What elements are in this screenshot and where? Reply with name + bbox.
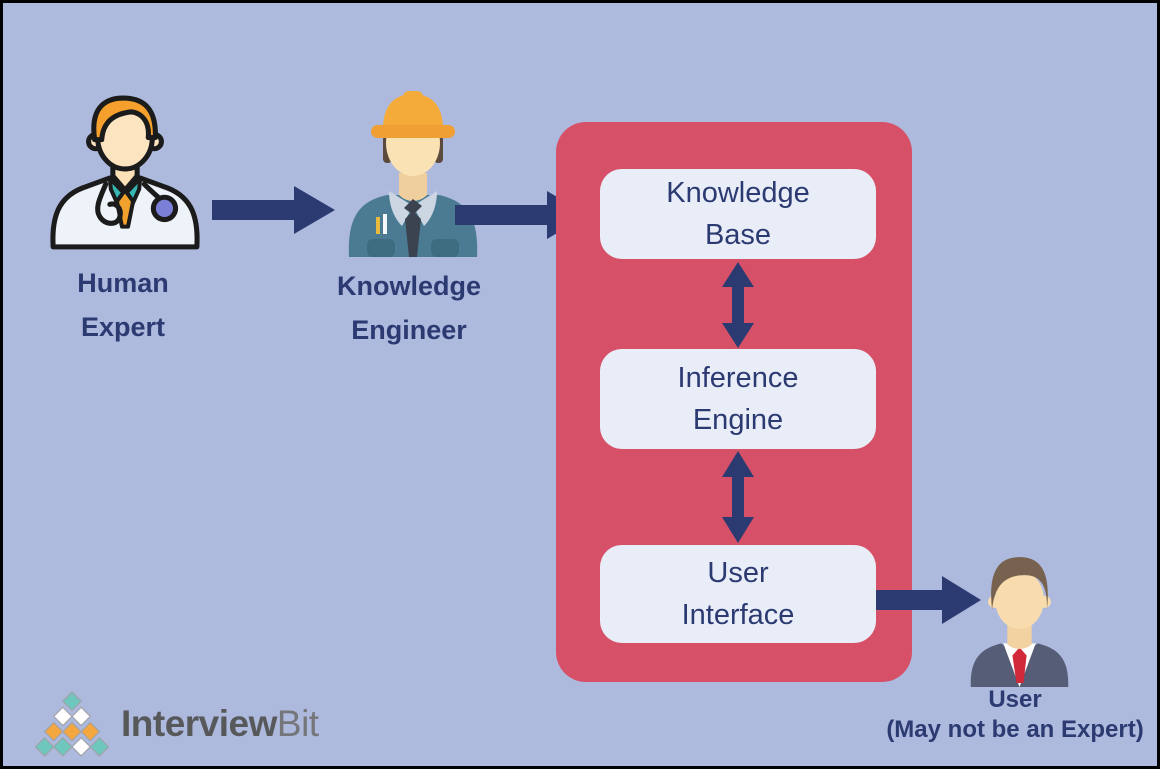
logo-text-interview: Interview bbox=[121, 703, 277, 744]
double-arrow-vertical-icon bbox=[722, 451, 754, 543]
knowledge-engineer-line1: Knowledge bbox=[336, 271, 481, 301]
user-interface-line1: User bbox=[707, 557, 769, 589]
knowledge-base-line1: Knowledge bbox=[666, 177, 810, 209]
human-expert-line1: Human bbox=[77, 268, 169, 298]
human-expert-line2: Expert bbox=[80, 312, 166, 342]
engineer-icon bbox=[348, 91, 478, 257]
interviewbit-logo: InterviewBit bbox=[33, 691, 319, 757]
human-expert-label: Human Expert bbox=[13, 261, 233, 349]
user-interface-box: User Interface bbox=[600, 545, 876, 643]
user-line1: User bbox=[988, 686, 1042, 713]
double-arrow-vertical-icon bbox=[722, 262, 754, 348]
logo-text-bit: Bit bbox=[276, 703, 319, 744]
interviewbit-wordmark: InterviewBit bbox=[121, 703, 319, 745]
user-label: User (May not be an Expert) bbox=[879, 685, 1151, 745]
user-line2: (May not be an Expert) bbox=[886, 716, 1144, 743]
inference-engine-line2: Engine bbox=[692, 404, 784, 436]
knowledge-base-line2: Base bbox=[704, 219, 772, 251]
user-icon bbox=[970, 557, 1069, 687]
inference-engine-box: Inference Engine bbox=[600, 349, 876, 449]
doctor-icon bbox=[50, 95, 200, 250]
arrow-right-icon bbox=[876, 576, 981, 624]
expert-system-panel: Knowledge Base Inference Engine User Int… bbox=[556, 122, 912, 682]
arrow-right-icon bbox=[212, 186, 335, 234]
interviewbit-pyramid-icon bbox=[34, 691, 110, 757]
knowledge-engineer-line2: Engineer bbox=[351, 315, 467, 345]
user-interface-line2: Interface bbox=[681, 599, 795, 631]
inference-engine-line1: Inference bbox=[677, 362, 799, 394]
knowledge-engineer-label: Knowledge Engineer bbox=[295, 264, 523, 352]
knowledge-base-box: Knowledge Base bbox=[600, 169, 876, 259]
